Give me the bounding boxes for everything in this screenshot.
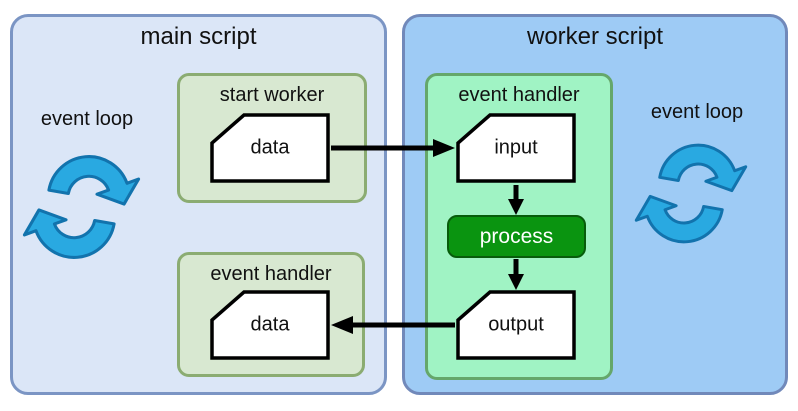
worker-script-panel: worker script event handler input proces… [402,14,788,395]
main-script-panel: main script event loop start worker data… [10,14,387,395]
main-script-title: main script [140,23,257,50]
worker-event-handler-box: event handler input process output [425,73,613,380]
document-shape-icon [456,113,576,183]
document-shape-icon [210,290,330,360]
worker-event-handler-title: event handler [458,84,580,106]
event-loop-icon [22,155,141,259]
document-shape-icon [456,290,576,360]
start-worker-box: start worker data [177,73,367,203]
data-node-label: data [250,136,290,159]
input-node-label: input [494,136,538,159]
worker-input-node: input [456,113,576,183]
start-worker-title: start worker [219,84,325,106]
main-event-loop-label: event loop [40,108,134,130]
event-handler-data-node: data [210,290,330,360]
event-loop-icon [634,143,748,244]
start-worker-data-node: data [210,113,330,183]
worker-script-title: worker script [526,23,664,50]
main-event-handler-box: event handler data [177,252,365,377]
worker-event-loop-label: event loop [650,101,744,123]
worker-process-node: process [447,215,586,258]
data-node-label: data [250,313,290,336]
document-shape-icon [210,113,330,183]
worker-output-node: output [456,290,576,360]
main-event-handler-title: event handler [210,263,332,285]
output-node-label: output [488,313,544,336]
